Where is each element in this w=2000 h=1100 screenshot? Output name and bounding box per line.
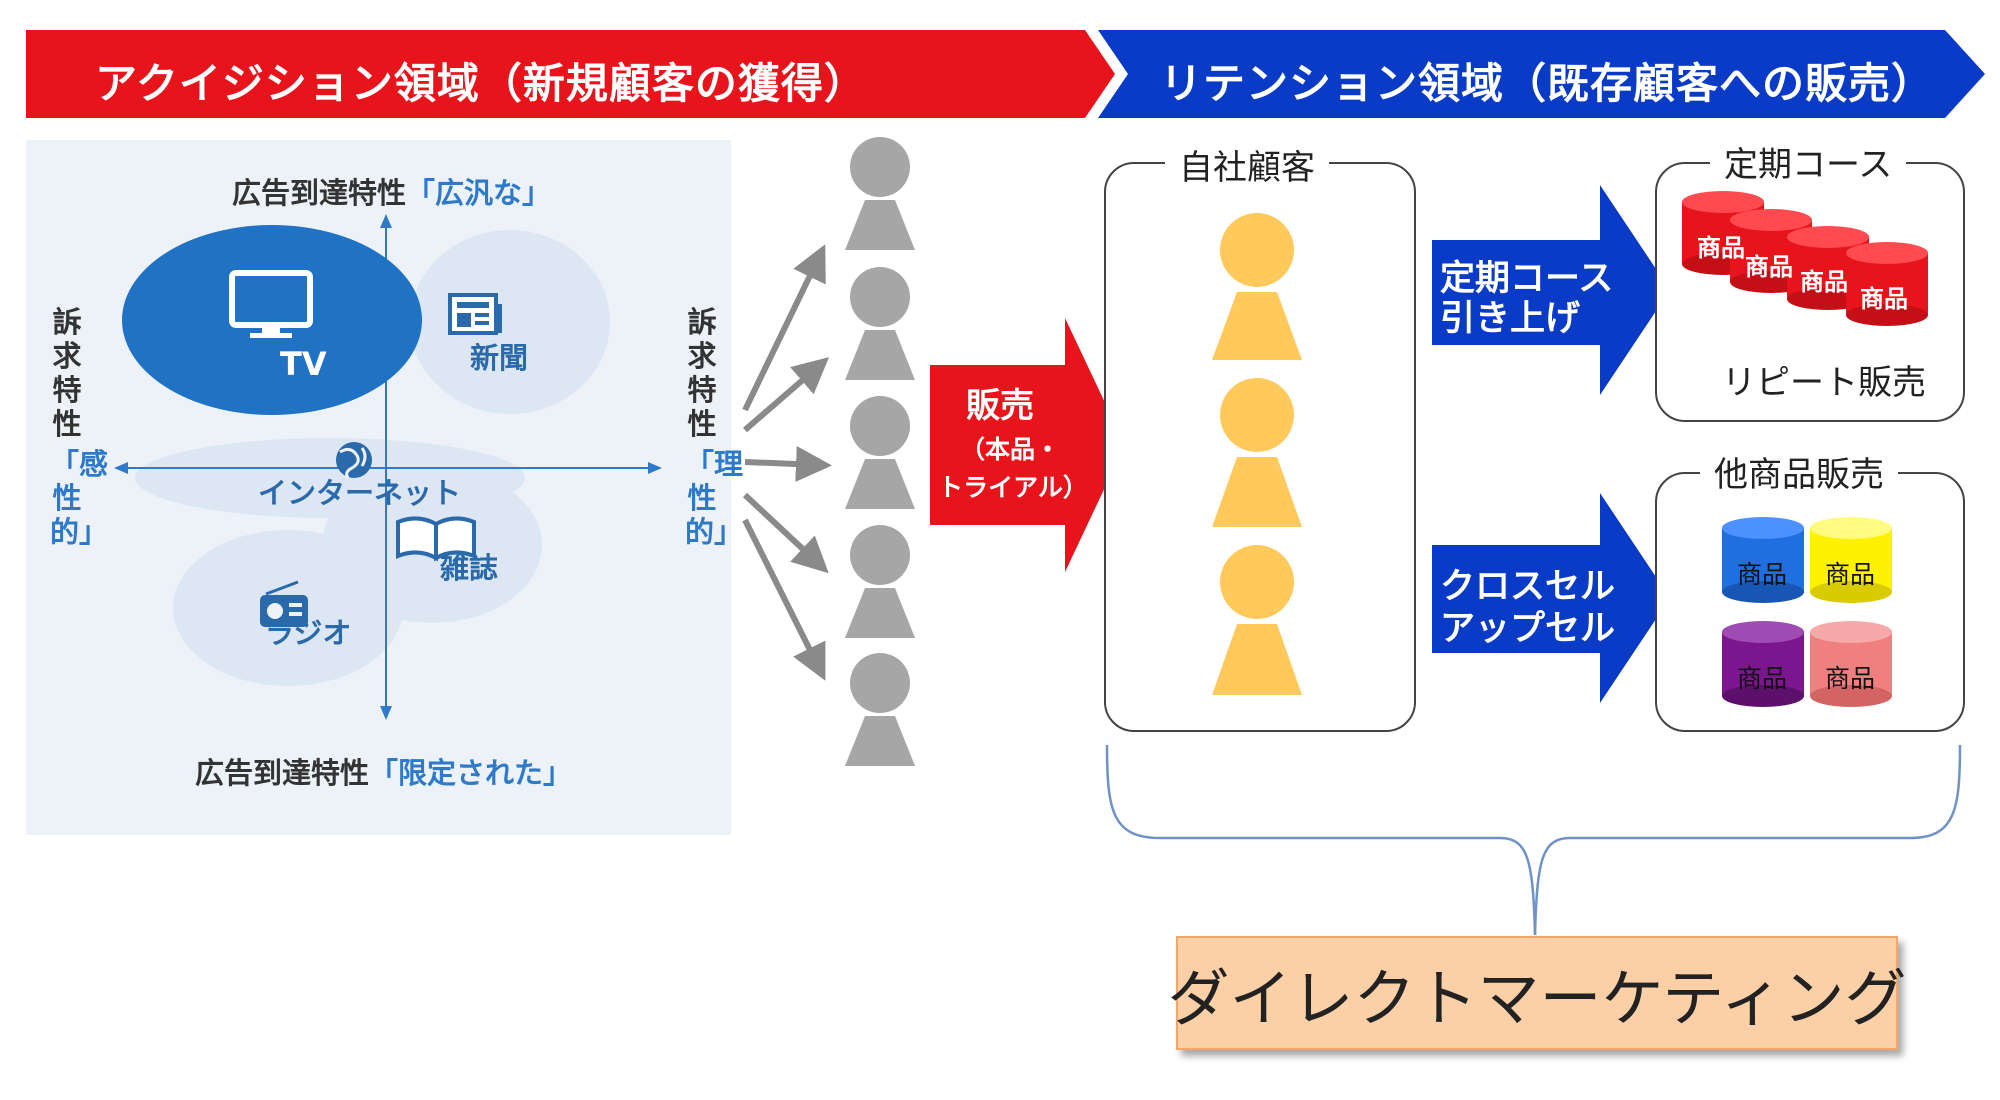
subscription-product-3: 商品: [1800, 268, 1848, 296]
sales-arrow-label: 販売: [966, 386, 1034, 426]
sales-arrow-shape: [930, 318, 1125, 572]
axis-top-label: 広告到達特性「広汎な」: [232, 176, 552, 210]
fan-arrows: [742, 244, 832, 681]
retention-banner-label: リテンション領域（既存顧客への販売）: [1160, 59, 1935, 108]
sales-arrow-sub2: トライアル）: [938, 473, 1088, 502]
prospect-person-4: [845, 525, 915, 638]
blue-cylinder: [1722, 517, 1804, 603]
upsell-arrow-line1: 定期コース: [1440, 259, 1614, 299]
subscription-product-1: 商品: [1697, 234, 1745, 262]
customer-person-3: [1212, 545, 1302, 695]
subscription-title: 定期コース: [1710, 137, 1907, 186]
internet-label: インターネット: [258, 476, 462, 510]
customer-person-2: [1212, 378, 1302, 527]
newspaper-label: 新聞: [470, 341, 529, 375]
upsell-arrow-shape: [1432, 185, 1670, 395]
axis-bottom-label: 広告到達特性「限定された」: [195, 756, 573, 790]
prospect-person-1: [845, 137, 915, 250]
own-customers-title: 自社顧客: [1165, 140, 1329, 189]
crosssell-arrow-shape: [1432, 493, 1670, 703]
other-products-title: 他商品販売: [1700, 447, 1898, 496]
other-product-purple: 商品: [1737, 664, 1788, 693]
prospect-person-5: [845, 653, 915, 766]
newspaper-icon: [448, 293, 502, 335]
upsell-arrow-line2: 引き上げ: [1440, 299, 1581, 339]
crosssell-arrow-line2: アップセル: [1440, 609, 1616, 649]
tv-area: [122, 225, 422, 415]
book-icon: [396, 516, 476, 562]
radio-label: ラジオ: [265, 616, 352, 650]
tv-label: TV: [280, 345, 327, 383]
magazine-label: 雑誌: [440, 551, 499, 585]
subscription-product-2: 商品: [1745, 253, 1793, 281]
pink-cylinder: [1810, 621, 1892, 707]
globe-icon: [336, 442, 372, 479]
subscription-caption: リピート販売: [1722, 363, 1926, 403]
banner-arrows: [26, 30, 1985, 118]
direct-marketing-box: ダイレクトマーケティング: [1167, 936, 1907, 1050]
prospect-person-3: [845, 396, 915, 509]
other-product-pink: 商品: [1825, 664, 1876, 693]
customer-person-1: [1212, 213, 1302, 360]
newspaper-area: [410, 230, 610, 414]
acquisition-banner-label: アクイジション領域（新規顧客の獲得）: [95, 59, 867, 108]
tv-icon: [229, 270, 313, 338]
retention-banner-shape: [1098, 30, 1985, 118]
other-product-yellow: 商品: [1825, 560, 1876, 589]
subscription-product-4: 商品: [1860, 285, 1908, 313]
acquisition-banner-shape: [26, 30, 1115, 118]
sales-arrow-sub: （本品・: [959, 435, 1060, 464]
purple-cylinder: [1722, 621, 1804, 707]
crosssell-arrow-line1: クロスセル: [1440, 567, 1616, 607]
radio-icon: [260, 580, 308, 627]
red-cylinder-4: [1846, 242, 1928, 326]
other-product-blue: 商品: [1737, 560, 1788, 589]
yellow-cylinder: [1810, 517, 1892, 603]
prospect-person-2: [845, 267, 915, 380]
